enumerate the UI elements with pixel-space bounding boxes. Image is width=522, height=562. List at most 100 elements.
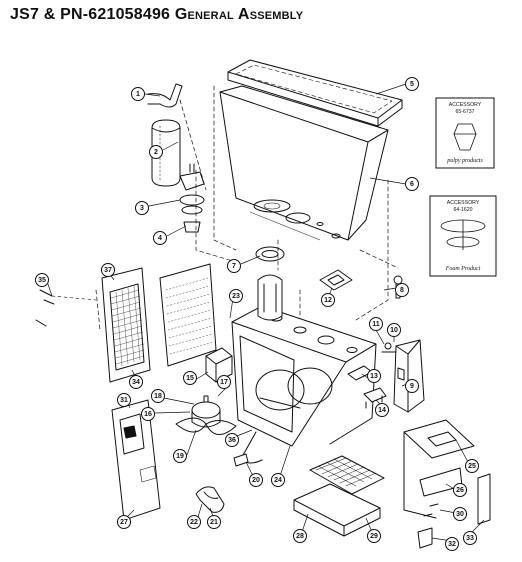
callout-circle-25 bbox=[465, 459, 479, 473]
side-grille-panel bbox=[159, 263, 217, 367]
callout-circle-15 bbox=[183, 371, 197, 385]
callout-circle-36 bbox=[225, 433, 239, 447]
callout-circle-28 bbox=[293, 529, 307, 543]
gasket-part bbox=[255, 246, 285, 262]
callout-circle-6 bbox=[405, 177, 419, 191]
callout-circle-37 bbox=[101, 263, 115, 277]
callout-circle-18 bbox=[151, 389, 165, 403]
callout-number-3: 3 bbox=[140, 205, 144, 212]
title-prefix: JS7 & PN-621058496 bbox=[10, 6, 171, 23]
callout-number-37: 37 bbox=[104, 267, 112, 274]
rear-panel bbox=[403, 419, 491, 549]
callout-circle-22 bbox=[187, 515, 201, 529]
callout-circle-21 bbox=[207, 515, 221, 529]
callout-number-5: 5 bbox=[410, 81, 414, 88]
accessory-2-heading: ACCESSORY bbox=[447, 200, 480, 206]
callout-number-4: 4 bbox=[158, 235, 162, 242]
callout-circle-33 bbox=[463, 531, 477, 545]
bowl-part bbox=[219, 85, 389, 241]
callout-circle-23 bbox=[229, 289, 243, 303]
callout-number-27: 27 bbox=[120, 519, 128, 526]
callout-circle-4 bbox=[153, 231, 167, 245]
callout-number-24: 24 bbox=[274, 477, 282, 484]
callout-number-15: 15 bbox=[186, 375, 194, 382]
callout-circle-11 bbox=[369, 317, 383, 331]
callout-number-2: 2 bbox=[154, 149, 158, 156]
callout-circle-29 bbox=[367, 529, 381, 543]
callout-number-21: 21 bbox=[210, 519, 218, 526]
screws-part bbox=[35, 289, 97, 327]
callout-number-32: 32 bbox=[448, 541, 456, 548]
callout-number-8: 8 bbox=[400, 287, 404, 294]
bracket-parts bbox=[347, 365, 387, 409]
callout-number-9: 9 bbox=[410, 383, 414, 390]
callout-circle-20 bbox=[249, 473, 263, 487]
rear-grille-panel bbox=[101, 267, 151, 383]
callout-number-12: 12 bbox=[324, 297, 332, 304]
plate-part bbox=[319, 269, 353, 291]
guide-lines bbox=[95, 85, 399, 331]
callout-circle-17 bbox=[217, 375, 231, 389]
tube-part bbox=[147, 83, 183, 108]
callout-number-19: 19 bbox=[176, 453, 184, 460]
callout-number-23: 23 bbox=[232, 293, 240, 300]
accessory-1-number: 65-6737 bbox=[455, 109, 474, 115]
callout-number-14: 14 bbox=[378, 407, 386, 414]
callout-circle-5 bbox=[405, 77, 419, 91]
callout-number-35: 35 bbox=[38, 277, 46, 284]
callout-circle-35 bbox=[35, 273, 49, 287]
callout-number-16: 16 bbox=[144, 411, 152, 418]
power-cord bbox=[233, 431, 263, 467]
auger-part bbox=[179, 163, 205, 233]
callout-number-1: 1 bbox=[136, 91, 140, 98]
callout-number-18: 18 bbox=[154, 393, 162, 400]
callout-number-28: 28 bbox=[296, 533, 304, 540]
callout-circle-9 bbox=[405, 379, 419, 393]
callout-circle-8 bbox=[395, 283, 409, 297]
callout-circle-7 bbox=[227, 259, 241, 273]
page-title: JS7 & PN-621058496 General Assembly bbox=[10, 6, 303, 24]
callout-number-26: 26 bbox=[456, 487, 464, 494]
callout-number-10: 10 bbox=[390, 327, 398, 334]
callout-number-31: 31 bbox=[120, 397, 128, 404]
drip-tray bbox=[293, 455, 385, 537]
accessory-box-1: ACCESSORY 65-6737 pulpy products bbox=[435, 97, 495, 169]
callout-number-11: 11 bbox=[372, 321, 380, 328]
callout-labels: 1234567891011121314151617181920212223242… bbox=[35, 77, 479, 551]
callout-circle-12 bbox=[321, 293, 335, 307]
accessory-1-caption: pulpy products bbox=[446, 158, 483, 164]
callout-circle-16 bbox=[141, 407, 155, 421]
callout-circle-13 bbox=[367, 369, 381, 383]
callout-circle-27 bbox=[117, 515, 131, 529]
title-suffix: General Assembly bbox=[174, 6, 304, 23]
callout-number-6: 6 bbox=[410, 181, 414, 188]
lid-part bbox=[227, 59, 403, 127]
leader-lines bbox=[47, 83, 485, 542]
callout-circle-26 bbox=[453, 483, 467, 497]
switch-block bbox=[205, 347, 233, 383]
callout-circle-10 bbox=[387, 323, 401, 337]
agitator-tower bbox=[257, 274, 283, 321]
callout-number-33: 33 bbox=[466, 535, 474, 542]
accessory-1-heading: ACCESSORY bbox=[449, 102, 482, 108]
accessory-2-caption: Foam Product bbox=[445, 266, 481, 272]
callout-circle-32 bbox=[445, 537, 459, 551]
callout-number-34: 34 bbox=[132, 379, 140, 386]
cylinder-part bbox=[151, 119, 181, 187]
callout-number-22: 22 bbox=[190, 519, 198, 526]
callout-number-17: 17 bbox=[220, 379, 228, 386]
callout-number-30: 30 bbox=[456, 511, 464, 518]
callout-number-29: 29 bbox=[370, 533, 378, 540]
callout-number-25: 25 bbox=[468, 463, 476, 470]
callout-number-36: 36 bbox=[228, 437, 236, 444]
callout-number-13: 13 bbox=[370, 373, 378, 380]
callout-circle-14 bbox=[375, 403, 389, 417]
fan-motor bbox=[175, 395, 237, 435]
callout-circle-3 bbox=[135, 201, 149, 215]
callout-circle-31 bbox=[117, 393, 131, 407]
callout-number-20: 20 bbox=[252, 477, 260, 484]
accessory-2-number: 64-1620 bbox=[453, 207, 472, 213]
callout-circle-2 bbox=[149, 145, 163, 159]
callout-circle-24 bbox=[271, 473, 285, 487]
